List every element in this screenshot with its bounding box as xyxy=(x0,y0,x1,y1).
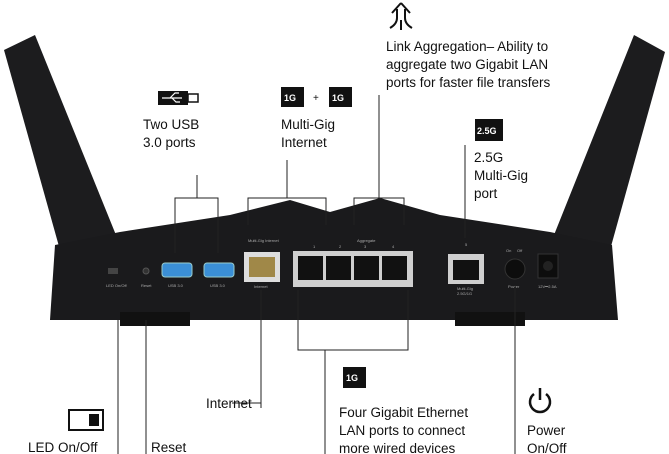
router-label: Power xyxy=(508,284,520,289)
link-aggregation-icon xyxy=(389,2,413,30)
reset-button[interactable] xyxy=(142,267,150,275)
router-label: 1 xyxy=(313,244,316,249)
callout-text: 3.0 ports xyxy=(143,135,196,150)
router-label: 4 xyxy=(392,244,395,249)
router-label: USB 3.0 xyxy=(168,283,184,288)
router-label: Aggregate xyxy=(357,238,376,243)
usb-callout-line xyxy=(174,175,219,253)
2-5g-port-icon: 2.5G xyxy=(475,119,503,141)
router-label: Reset xyxy=(141,283,152,288)
usb-port-1[interactable] xyxy=(161,262,193,278)
power-icon xyxy=(528,388,552,414)
callout-text: more wired devices xyxy=(339,441,456,454)
callout-text: ports for faster file transfers xyxy=(386,75,551,90)
callout-text: On/Off xyxy=(527,441,567,454)
svg-text:1G: 1G xyxy=(332,93,344,103)
aggregation-callout-line xyxy=(353,95,405,225)
callout-text: Four Gigabit Ethernet xyxy=(339,405,468,420)
router-label: Multi-Gig xyxy=(457,286,473,291)
router-label: LED On/Off xyxy=(106,283,127,288)
router-label: 5 xyxy=(465,242,468,247)
callout-text: Internet xyxy=(281,135,327,150)
svg-text:1G: 1G xyxy=(284,93,296,103)
callout-text: 2.5G xyxy=(474,150,503,165)
right-antenna xyxy=(552,35,665,250)
callout-text: Multi-Gig xyxy=(281,117,335,132)
svg-text:2.5G: 2.5G xyxy=(477,126,497,136)
usb-icon xyxy=(158,91,199,105)
router-label: USB 3.0 xyxy=(210,283,226,288)
led-switch[interactable] xyxy=(108,268,118,274)
1g-port-icon: 1G xyxy=(281,87,304,107)
svg-text:1G: 1G xyxy=(346,373,358,383)
callout-text: Reset xyxy=(151,440,187,454)
router-label: 2.5G/1G xyxy=(457,291,472,296)
led-switch-icon xyxy=(68,409,104,431)
lan-port-4[interactable] xyxy=(382,256,407,280)
left-foot xyxy=(120,312,190,326)
callout-text: aggregate two Gigabit LAN xyxy=(386,57,548,72)
lan-callout-line xyxy=(297,290,409,454)
callout-text: Power xyxy=(527,423,566,438)
1g-lan-icon: 1G xyxy=(343,367,366,388)
router-label: Multi-Gig Internet xyxy=(248,238,280,243)
multigig-callout-line xyxy=(247,160,327,225)
power-button[interactable] xyxy=(504,258,526,280)
router-label: 12V⎓2.5A xyxy=(538,284,557,289)
callout-text: LAN ports to connect xyxy=(339,423,465,438)
router-label: On xyxy=(506,248,511,253)
router-label: Off xyxy=(517,248,523,253)
left-antenna xyxy=(4,35,118,250)
lan-port-3[interactable] xyxy=(354,256,379,280)
callout-text: Multi-Gig xyxy=(474,168,528,183)
usb-port-2[interactable] xyxy=(203,262,235,278)
1g-port-icon: 1G xyxy=(329,87,352,107)
router-label: 3 xyxy=(364,244,367,249)
callout-text: Two USB xyxy=(143,117,199,132)
lan-port-2[interactable] xyxy=(326,256,351,280)
plus-sign: + xyxy=(313,93,319,104)
callout-text: LED On/Off xyxy=(28,440,98,454)
router-label: 2 xyxy=(339,244,342,249)
lan-port-1[interactable] xyxy=(298,256,323,280)
right-foot xyxy=(455,312,525,326)
router-label: Internet xyxy=(254,284,268,289)
internet-callout-line xyxy=(232,290,262,408)
callout-text: port xyxy=(474,186,498,201)
callout-text: Link Aggregation– Ability to xyxy=(386,39,548,54)
callout-text: Internet xyxy=(206,396,252,411)
